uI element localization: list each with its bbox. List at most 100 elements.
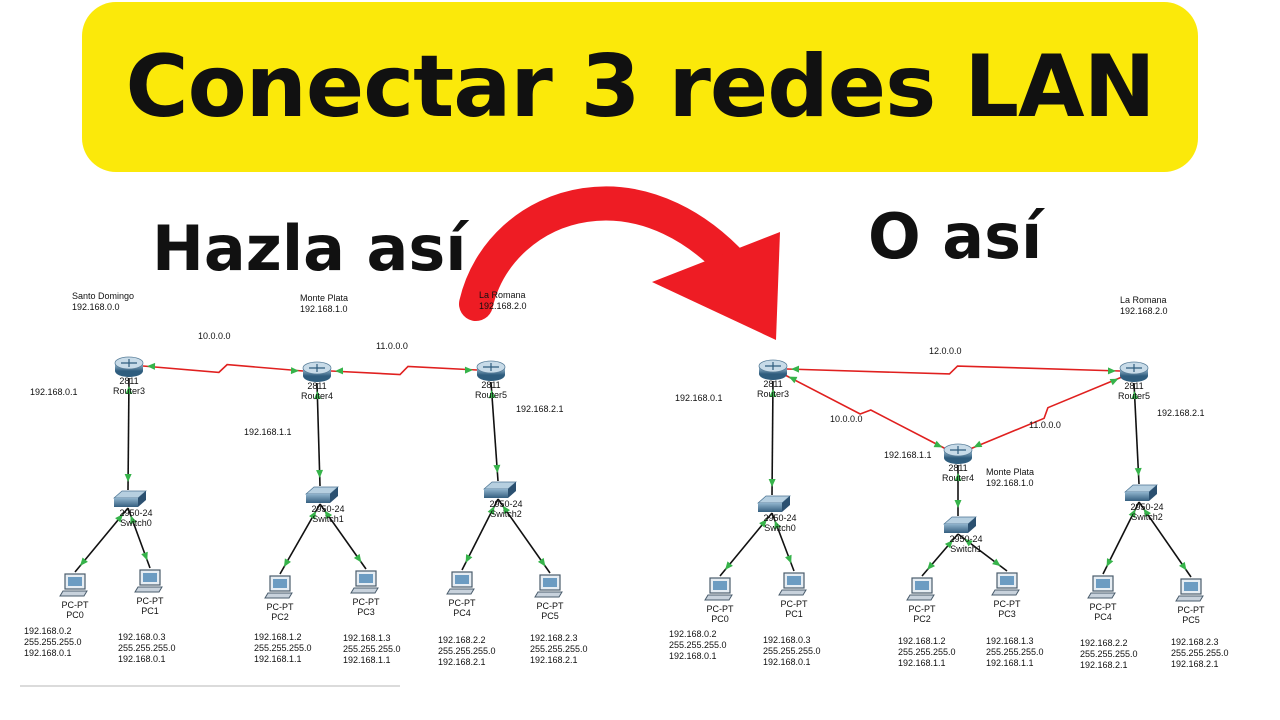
- pc-mask: 255.255.255.0: [898, 647, 956, 657]
- net-name: La Romana: [479, 290, 526, 300]
- pc-pc3[interactable]: [991, 572, 1020, 596]
- router-router4[interactable]: [943, 443, 973, 464]
- pc-ip: 192.168.1.3: [343, 633, 391, 643]
- port-status-icon: [124, 473, 132, 483]
- router-model: 2811: [948, 463, 967, 473]
- wan-label: 11.0.0.0: [1029, 420, 1061, 430]
- port-status-icon: [769, 388, 777, 398]
- port-status-icon: [465, 554, 473, 563]
- pc-pc2[interactable]: [906, 577, 935, 601]
- pc-model: PC-PT: [1090, 602, 1118, 612]
- wan-label: 11.0.0.0: [376, 341, 408, 351]
- port-status-icon: [283, 558, 291, 568]
- pc-ip: 192.168.0.3: [118, 632, 166, 642]
- port-status-icon: [125, 385, 133, 395]
- switch-model: 2950-24: [763, 513, 796, 523]
- pc-model: PC-PT: [909, 604, 937, 614]
- switch-model: 2950-24: [949, 534, 982, 544]
- pc-gateway: 192.168.1.1: [986, 658, 1034, 668]
- port-status-icon: [933, 440, 943, 448]
- pc-name: PC2: [271, 612, 289, 622]
- port-status-icon: [290, 367, 300, 375]
- router-name: Router5: [475, 390, 507, 400]
- pc-pc0[interactable]: [59, 573, 88, 597]
- pc-pc5[interactable]: [534, 574, 563, 598]
- pc-pc4[interactable]: [1087, 575, 1116, 599]
- pc-model: PC-PT: [267, 602, 295, 612]
- port-status-icon: [1134, 467, 1142, 477]
- pc-mask: 255.255.255.0: [669, 640, 727, 650]
- switch-name: Switch2: [490, 509, 522, 519]
- net-name: La Romana: [1120, 295, 1167, 305]
- port-status-icon: [992, 558, 1001, 567]
- pc-mask: 255.255.255.0: [24, 637, 82, 647]
- switch-model: 2950-24: [311, 504, 344, 514]
- router-router4[interactable]: [302, 361, 332, 382]
- serial-link-11: [330, 365, 478, 376]
- router-router5[interactable]: [476, 360, 506, 381]
- switch-switch1[interactable]: [943, 516, 977, 533]
- gateway-label: 192.168.0.1: [30, 387, 78, 397]
- switch-model: 2950-24: [119, 508, 152, 518]
- switch-name: Switch1: [312, 514, 344, 524]
- pc-pc5[interactable]: [1175, 578, 1204, 602]
- curved-arrow: [459, 186, 780, 340]
- serial-link-12: [786, 365, 1121, 375]
- router-router3[interactable]: [114, 356, 144, 377]
- router-router3[interactable]: [758, 359, 788, 380]
- port-status-icon: [1109, 378, 1119, 386]
- router-model: 2811: [119, 376, 138, 386]
- pc-pc0[interactable]: [704, 577, 733, 601]
- pc-name: PC5: [1182, 615, 1200, 625]
- port-status-icon: [774, 520, 781, 530]
- pc-pc1[interactable]: [778, 572, 807, 596]
- port-status-icon: [1128, 509, 1136, 518]
- port-status-icon: [725, 561, 733, 570]
- gateway-label: 192.168.0.1: [675, 393, 723, 403]
- pc-ip: 192.168.0.2: [669, 629, 717, 639]
- pc-mask: 255.255.255.0: [254, 643, 312, 653]
- wan-label: 10.0.0.0: [830, 414, 863, 424]
- net-name: Monte Plata: [300, 293, 348, 303]
- pc-pc4[interactable]: [446, 571, 475, 595]
- router-model: 2811: [763, 379, 782, 389]
- ethernet-link: [316, 382, 321, 487]
- net-name: Santo Domingo: [72, 291, 134, 301]
- pc-ip: 192.168.1.2: [898, 636, 946, 646]
- pc-mask: 255.255.255.0: [763, 646, 821, 656]
- pc-gateway: 192.168.0.1: [24, 648, 72, 658]
- switch-switch1[interactable]: [305, 486, 339, 503]
- switch-switch0[interactable]: [757, 495, 791, 512]
- switch-name: Switch2: [1131, 512, 1163, 522]
- switch-model: 2950-24: [1130, 502, 1163, 512]
- pc-name: PC3: [998, 609, 1016, 619]
- pc-gateway: 192.168.2.1: [1080, 660, 1128, 670]
- switch-switch2[interactable]: [483, 481, 517, 498]
- pc-mask: 255.255.255.0: [986, 647, 1044, 657]
- pc-name: PC1: [141, 606, 159, 616]
- port-status-icon: [1107, 367, 1117, 375]
- port-status-icon: [502, 505, 511, 515]
- port-status-icon: [954, 473, 962, 481]
- switch-switch0[interactable]: [113, 490, 147, 507]
- pc-name: PC4: [453, 608, 471, 618]
- switch-switch2[interactable]: [1124, 484, 1158, 501]
- net-address: 192.168.1.0: [986, 478, 1034, 488]
- net-name: Monte Plata: [986, 467, 1034, 477]
- port-status-icon: [964, 538, 973, 547]
- pc-pc2[interactable]: [264, 575, 293, 599]
- router-model: 2811: [307, 381, 326, 391]
- pc-ip: 192.168.1.3: [986, 636, 1034, 646]
- pc-gateway: 192.168.1.1: [898, 658, 946, 668]
- caption-left: Hazla así: [152, 212, 467, 285]
- port-status-icon: [488, 389, 496, 399]
- ethernet-link: [490, 381, 499, 482]
- pc-pc1[interactable]: [134, 569, 163, 593]
- port-status-icon: [313, 390, 321, 400]
- router-router5[interactable]: [1119, 361, 1149, 382]
- serial-link-11: [969, 376, 1123, 450]
- port-status-icon: [788, 376, 798, 384]
- pc-pc3[interactable]: [350, 570, 379, 594]
- pc-ip: 192.168.0.2: [24, 626, 72, 636]
